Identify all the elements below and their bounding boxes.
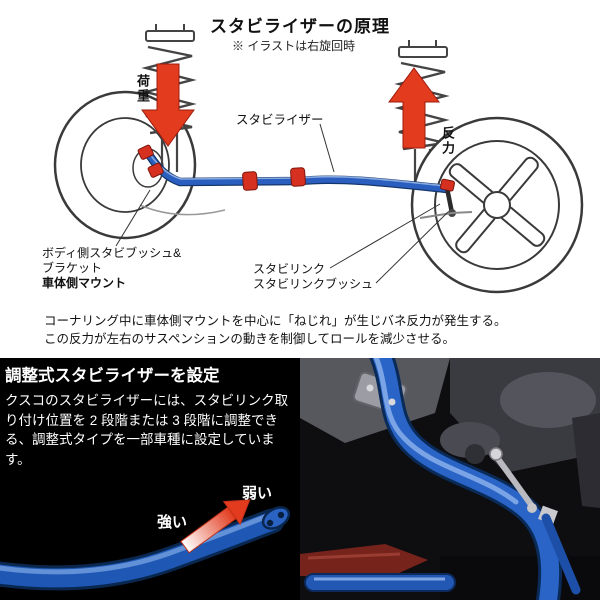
lower-blue-bar (304, 573, 456, 592)
principle-panel: スタビライザーの原理 ※ イラストは右旋回時 荷重 反力 スタビライザー ボディ… (42, 17, 584, 348)
stab-link-label-block: スタビリンク スタビリンクブッシュ (253, 262, 373, 292)
wheel-hub (483, 191, 511, 219)
center-mount-brackets (242, 167, 306, 191)
stab-link-bush-label: スタビリンクブッシュ (253, 277, 374, 291)
lower-arm (300, 544, 428, 578)
stab-link-bush (439, 178, 456, 192)
adjustable-bar (0, 508, 285, 591)
adjustable-panel: 調整式スタビライザーを設定 クスコのスタビライザーには、スタビリンク取り付け位置… (0, 358, 300, 600)
leader-lines (115, 123, 449, 284)
stabilizer-link (419, 178, 473, 219)
reaction-arrow (388, 67, 440, 149)
body-bush-label-line2: ブラケット (42, 261, 103, 275)
adjustment-holes (261, 506, 291, 530)
principle-description: コーナリング中に車体側マウントを中心に「ねじれ」が生じバネ反力が発生する。 この… (44, 312, 507, 348)
stabilizer-label: スタビライザー (236, 113, 324, 127)
product-photo (300, 358, 600, 600)
body-bush-label-line1: ボディ側スタビブッシュ& (42, 246, 182, 260)
adjustable-bar-illustration (0, 499, 291, 591)
right-wheel (410, 116, 584, 294)
principle-title: スタビライザーの原理 (210, 17, 390, 36)
principle-description-line2: この反力が左右のサスペンションの動きを制御してロールを減少させる。 (44, 332, 456, 346)
body-bush-label: ボディ側スタビブッシュ& ブラケット 車体側マウント (42, 246, 181, 291)
end-link (489, 447, 537, 513)
strong-label: 強い (157, 514, 188, 531)
bolt (366, 384, 374, 392)
body-bush-brackets (137, 144, 164, 178)
product-photo-image (300, 358, 600, 600)
body-mount-label: 車体側マウント (42, 276, 127, 290)
load-label: 荷重 (135, 74, 150, 104)
left-lower-arm (139, 204, 226, 216)
right-coil-spring (394, 40, 450, 185)
adjustable-title: 調整式スタビライザーを設定 (5, 367, 220, 385)
blue-link (538, 505, 581, 595)
principle-description-line1: コーナリング中に車体側マウントを中心に「ねじれ」が生じバネ反力が発生する。 (44, 314, 507, 328)
bottom-section: 調整式スタビライザーを設定 クスコのスタビライザーには、スタビリンク取り付け位置… (0, 358, 600, 600)
load-arrow (141, 63, 195, 147)
principle-note: ※ イラストは右旋回時 (232, 39, 356, 53)
direction-arrow (180, 499, 251, 554)
cv-boot (440, 422, 500, 458)
adjustable-body: クスコのスタビライザーには、スタビリンク取り付け位置を 2 段階または 3 段階… (5, 393, 289, 467)
stab-link-label: スタビリンク (253, 262, 326, 276)
principle-diagram (53, 24, 584, 294)
bolt (388, 398, 396, 406)
weak-label: 弱い (242, 485, 273, 502)
reaction-label: 反力 (440, 126, 455, 156)
